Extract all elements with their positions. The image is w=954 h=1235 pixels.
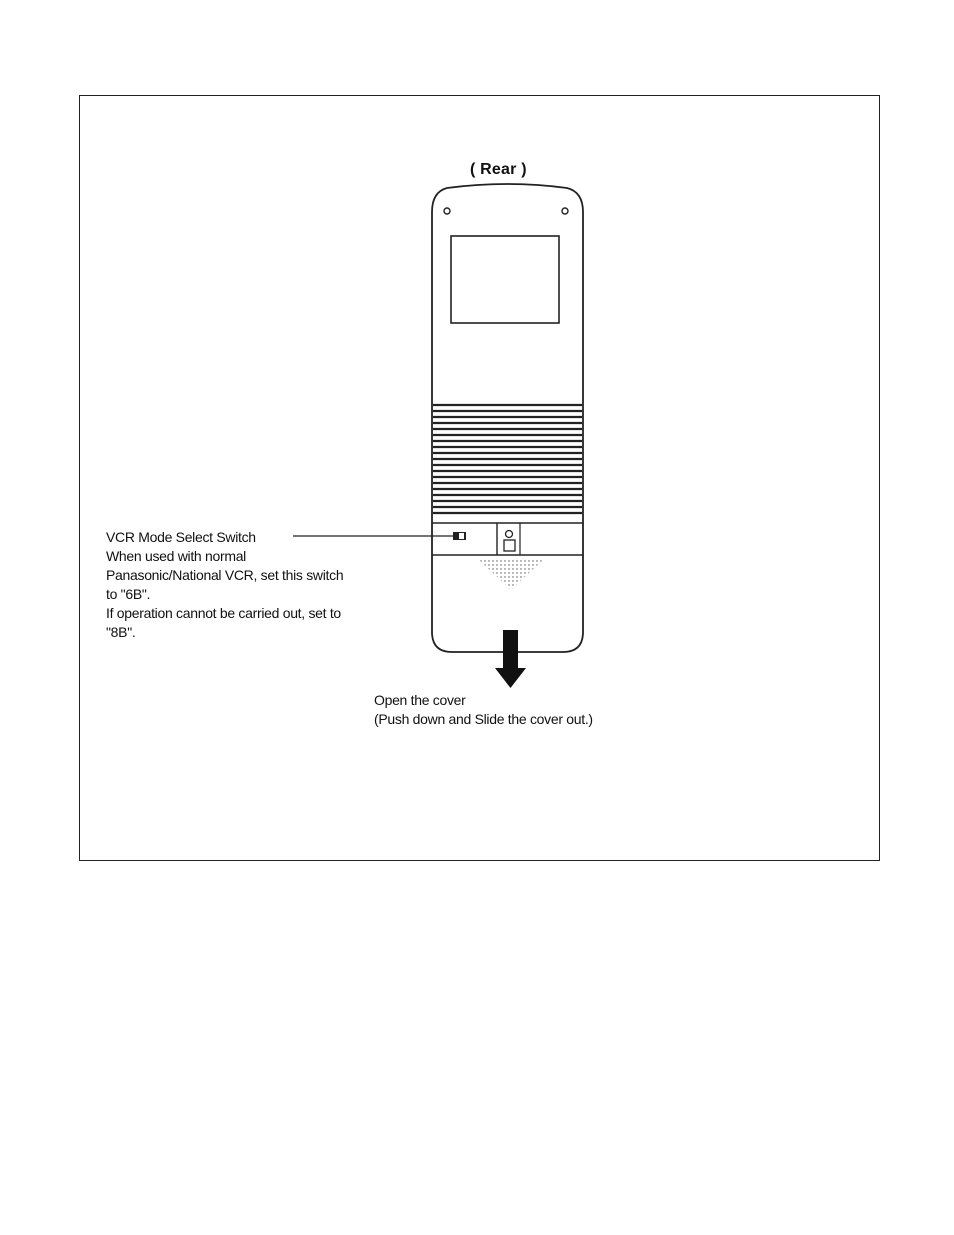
callout-line: to "6B".: [106, 585, 406, 604]
grip-ribs: [433, 405, 582, 513]
vcr-mode-switch-slot: [459, 533, 464, 539]
screw-hole-left: [444, 208, 450, 214]
callout-line: When used with normal: [106, 547, 406, 566]
open-arrow-shaft: [503, 630, 518, 670]
callout-line: If operation cannot be carried out, set …: [106, 604, 406, 623]
vcr-mode-switch-callout: VCR Mode Select Switch When used with no…: [106, 528, 406, 642]
label-window: [451, 236, 559, 323]
callout-line: (Push down and Slide the cover out.): [374, 710, 593, 729]
callout-line: Open the cover: [374, 691, 593, 710]
callout-line: "8B".: [106, 623, 406, 642]
latch-circle: [506, 531, 513, 538]
diagram-title: ( Rear ): [470, 161, 527, 179]
open-cover-callout: Open the cover (Push down and Slide the …: [374, 691, 593, 729]
callout-line: Panasonic/National VCR, set this switch: [106, 566, 406, 585]
open-arrow-head: [495, 668, 526, 688]
screw-hole-right: [562, 208, 568, 214]
cover-grip-triangle: [477, 558, 545, 590]
latch-tab: [504, 540, 515, 551]
callout-line: VCR Mode Select Switch: [106, 528, 406, 547]
